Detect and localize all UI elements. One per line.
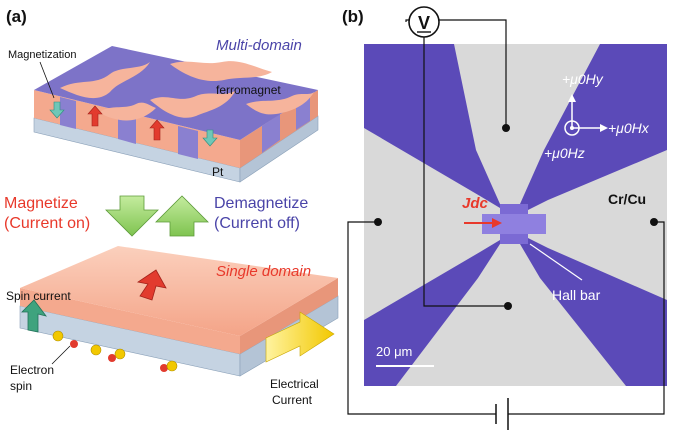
domain-arrow-down-1 xyxy=(49,101,65,119)
spin-current-arrow xyxy=(21,299,47,333)
single-domain-stack xyxy=(19,246,339,377)
jdc-label: Jdc xyxy=(462,195,489,212)
jdc-arrow xyxy=(464,218,502,228)
hz-label: +μ0Hz xyxy=(544,145,585,161)
magnetize-label: Magnetize xyxy=(4,195,78,212)
hx-label: +μ0Hx xyxy=(608,120,650,136)
panel-a-label: (a) xyxy=(6,7,27,26)
pt-label: Pt xyxy=(212,165,224,179)
magnetize-sub-label: (Current on) xyxy=(4,215,90,232)
electron-spins xyxy=(52,330,178,372)
ferromagnet-label: ferromagnet xyxy=(216,83,281,97)
multi-domain-label: Multi-domain xyxy=(216,37,302,54)
voltmeter-label: V xyxy=(418,13,430,33)
single-domain-arrow xyxy=(136,269,167,301)
voltmeter-icon: V xyxy=(408,6,440,38)
hall-bar-label: Hall bar xyxy=(552,287,601,303)
hall-bar-micrograph xyxy=(364,44,667,386)
field-axes xyxy=(564,94,608,136)
spin-current-label: Spin current xyxy=(6,289,71,303)
scale-bar-label: 20 μm xyxy=(376,344,412,359)
electrical-label: Electrical xyxy=(270,377,319,391)
electron-spin-label: spin xyxy=(10,379,32,393)
electron-leader-line xyxy=(51,345,71,365)
hy-label: +μ0Hy xyxy=(562,71,604,87)
demagnetize-up-arrow xyxy=(155,195,209,237)
panel-b-label: (b) xyxy=(342,7,364,26)
current-label: Current xyxy=(272,393,313,407)
electrical-current-arrow xyxy=(265,311,335,363)
multi-domain-stack xyxy=(33,46,319,183)
material-label: Cr/Cu xyxy=(608,191,646,207)
domain-arrow-down-2 xyxy=(202,129,218,147)
magnetization-leader-line xyxy=(39,61,55,99)
magnetization-label: Magnetization xyxy=(8,49,77,61)
magnetize-down-arrow xyxy=(105,195,159,237)
domain-arrow-up-1 xyxy=(87,105,103,127)
current-source-wiring xyxy=(347,221,665,430)
hall-bar-leader-line xyxy=(529,243,583,281)
out-of-plane-icon xyxy=(564,120,580,136)
electron-label: Electron xyxy=(10,363,54,377)
demagnetize-sub-label: (Current off) xyxy=(214,215,300,232)
demagnetize-label: Demagnetize xyxy=(214,195,308,212)
single-domain-label: Single domain xyxy=(216,263,311,280)
domain-arrow-up-2 xyxy=(149,119,165,141)
